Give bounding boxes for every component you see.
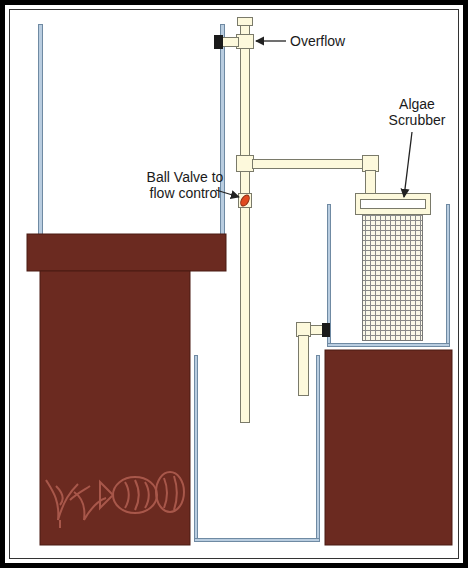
leader-lines bbox=[216, 41, 412, 197]
callout-label: Ball Valve to flow control bbox=[140, 169, 230, 201]
drain-bulkhead bbox=[322, 323, 330, 337]
stand-top bbox=[27, 234, 226, 271]
plumbing bbox=[223, 18, 431, 423]
inner-border bbox=[10, 10, 459, 559]
ground bbox=[5, 5, 463, 563]
callout-label: Overflow bbox=[290, 33, 380, 49]
scrubber-container bbox=[328, 205, 450, 347]
callout-label: Algae Scrubber bbox=[382, 96, 452, 128]
scrubber-cabinet bbox=[325, 350, 452, 545]
coral-fish-logo bbox=[46, 472, 184, 528]
overflow-bulkhead bbox=[214, 35, 223, 49]
ball-valve bbox=[239, 194, 252, 208]
display-tank bbox=[39, 25, 225, 236]
stand-cabinet bbox=[40, 271, 190, 545]
scrubber-screen bbox=[363, 215, 423, 341]
